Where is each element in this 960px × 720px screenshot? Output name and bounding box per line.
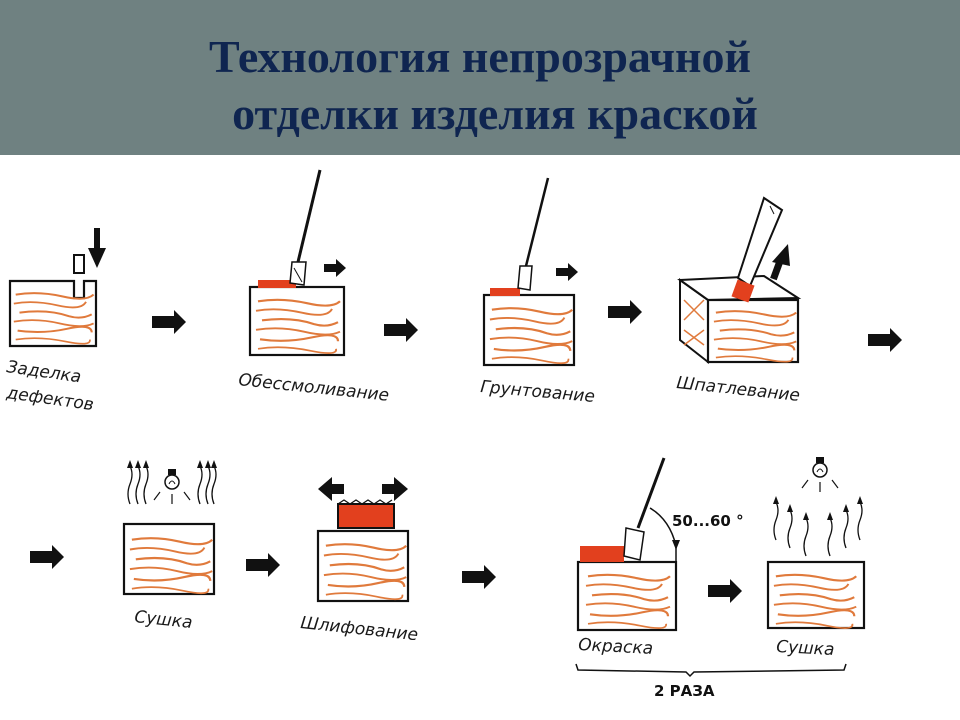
step-label: Обессмоливание [237, 370, 389, 406]
sanding-block-icon [337, 499, 395, 529]
wood-block [8, 279, 98, 348]
flow-arrow [462, 565, 496, 589]
angle-label: 50...60 ° [672, 512, 744, 530]
flow-arrow [152, 310, 186, 334]
step-priming: Грунтование [480, 177, 596, 407]
step-label: Шлифование [299, 613, 419, 645]
step-puttying: Шпатлевание [675, 196, 802, 406]
brush-icon [623, 457, 666, 561]
flow-arrow [708, 579, 742, 603]
step-label-line-2: дефектов [4, 383, 95, 415]
up-arrow-icon [770, 244, 790, 281]
step-resin-removal: Обессмоливание [237, 169, 390, 406]
spatula-icon [731, 196, 784, 303]
step-label: Окраска [578, 635, 654, 659]
brush-icon [517, 177, 550, 291]
step-painting: 50...60 ° Окраска [576, 457, 744, 659]
title-line-2: отделки изделия краской [232, 88, 758, 139]
flow-arrow [30, 545, 64, 569]
flow-arrow [384, 318, 418, 342]
wood-block [248, 285, 346, 357]
angle-indicator [649, 507, 680, 562]
title-line-1: Технология непрозрачной [208, 31, 752, 82]
heat-waves [772, 495, 864, 557]
page-title: Технология непрозрачной отделки изделия … [0, 28, 960, 142]
paint-layer [580, 546, 624, 562]
step-label: Сушка [776, 637, 835, 660]
lamp-icon [801, 456, 839, 493]
flow-arrow [608, 300, 642, 324]
paint-layer [490, 288, 520, 296]
brush-icon [289, 169, 322, 286]
step-sanding: Шлифование [299, 477, 419, 645]
step-label: Сушка [133, 607, 193, 633]
step-label-line-1: Заделка [5, 357, 82, 387]
step-filling-defects: Заделка дефектов [4, 228, 106, 415]
title-bar [0, 0, 960, 155]
flow-arrow [246, 553, 280, 577]
repeat-label: 2 РАЗА [654, 682, 715, 700]
lamp-icon [153, 468, 191, 505]
repeat-brace: 2 РАЗА [575, 663, 847, 700]
flow-arrow [868, 328, 902, 352]
double-arrow-icon [318, 477, 408, 501]
step-drying-2: Сушка [766, 456, 866, 660]
plug-insert-icon [73, 228, 106, 274]
paint-layer [258, 280, 296, 288]
step-label: Шпатлевание [675, 373, 800, 406]
step-label: Грунтование [480, 377, 596, 407]
step-drying: Сушка [122, 459, 218, 633]
